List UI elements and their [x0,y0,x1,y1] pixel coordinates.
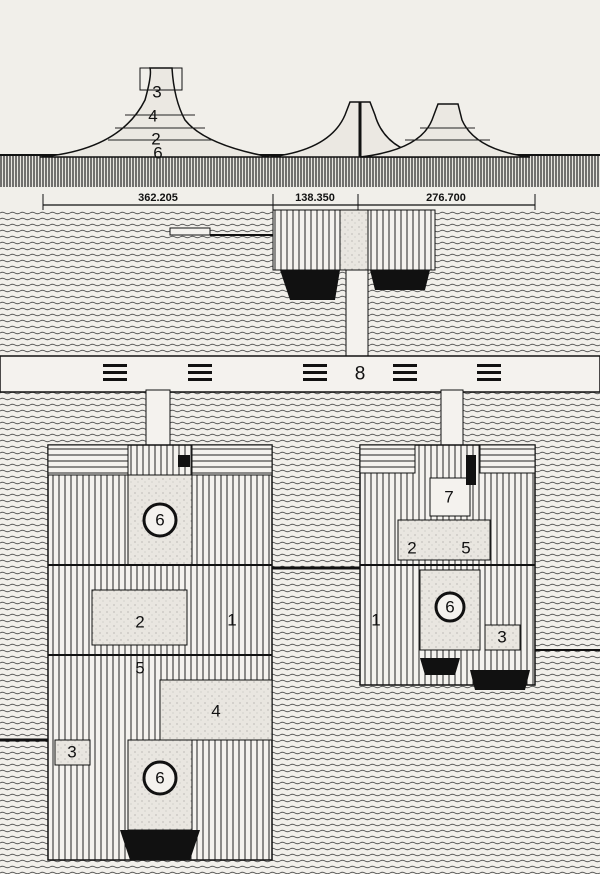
connector-left [145,389,171,449]
ground-band [0,155,600,187]
plan-label: 7 [444,488,453,507]
right-complex: 7 2 5 6 1 3 [359,444,536,690]
plan-label: 3 [67,743,76,762]
plan-label: 1 [371,611,380,630]
section-label: 3 [152,83,161,102]
plan-label: 4 [211,702,220,721]
plan-label: 3 [497,628,506,647]
section-elevation: 3 4 2 6 [0,67,600,187]
road-8: 8 [0,355,600,393]
dimension-label: 138.350 [295,192,335,204]
road-label: 8 [355,364,366,385]
plan-label: 6 [155,511,164,530]
left-complex: 6 2 5 4 3 6 1 [47,444,273,861]
dimension-label: 362.205 [138,192,178,204]
plan-label: 1 [227,611,236,630]
dimension-label: 276.700 [426,192,466,204]
plan-label: 5 [135,659,144,678]
plan-label: 6 [445,598,454,617]
plan-label: 6 [155,769,164,788]
section-label: 4 [148,107,157,126]
upper-building [169,209,436,357]
tower-small [359,103,531,158]
connector-right [440,389,464,449]
dimension-line: 362.205 138.350 276.700 [42,192,536,210]
section-label: 6 [153,144,162,163]
plan-label: 5 [461,539,470,558]
section-label: 2 [151,130,160,149]
plan-label: 2 [135,613,144,632]
plan-label: 2 [407,539,416,558]
